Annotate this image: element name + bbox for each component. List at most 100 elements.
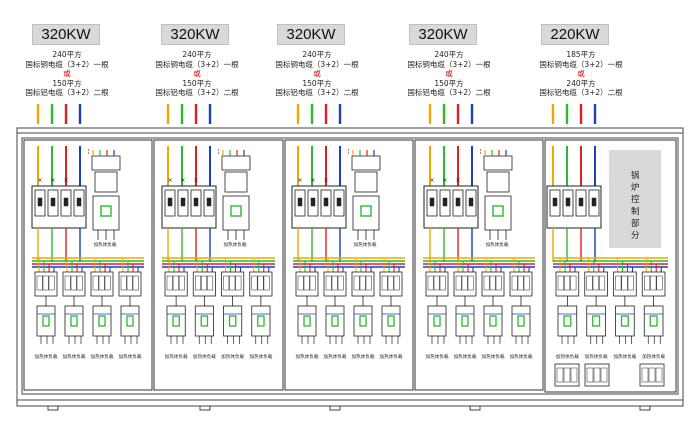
branch-pole: [381, 275, 388, 291]
load-display: [592, 315, 601, 327]
breaker-toggle: [323, 197, 329, 207]
load-label: 加热体负载: [642, 353, 665, 360]
branch-pole: [303, 275, 310, 291]
contactor: [91, 155, 121, 171]
cabinet-4-power: 320KW: [409, 24, 477, 45]
relay-block: [354, 171, 378, 193]
branch-pole: [455, 275, 462, 291]
auxiliary-pole: [570, 367, 578, 383]
branch-pole: [621, 275, 628, 291]
load-display: [489, 315, 497, 327]
auxiliary-pole: [586, 367, 594, 383]
load-label: 加热体负载: [556, 353, 579, 360]
breaker-toggle: [76, 197, 82, 207]
enclosure-inner-frame: [21, 137, 679, 395]
cabinet-5-cable-spec: 185平方国标铜电缆（3+2）一根 或 240平方国标铝电缆（3+2）二根: [539, 50, 623, 97]
branch-pole: [64, 275, 71, 291]
breaker-mark: ×: [455, 177, 460, 184]
branch-pole: [656, 275, 663, 291]
load-label: 加热体负载: [454, 353, 477, 360]
breaker-toggle: [455, 197, 461, 207]
branch-pole: [223, 275, 230, 291]
load-label: 加热体负载: [510, 353, 533, 360]
branch-pole: [564, 275, 571, 291]
auxiliary-pole: [648, 367, 656, 383]
breaker-mark: ×: [429, 177, 434, 184]
branch-pole: [126, 275, 133, 291]
branch-pole: [427, 275, 434, 291]
breaker-toggle: [167, 197, 173, 207]
branch-pole: [172, 275, 179, 291]
cabinet-1-cable-spec: 240平方国标铜电缆（3+2）一根 或 150平方国标铝电缆（3+2）二根: [25, 50, 109, 97]
enclosure-foot: [47, 405, 59, 411]
cabinet-panel: [153, 139, 284, 391]
cabinet-2-power: 320KW: [161, 24, 229, 45]
enclosure-foot: [199, 405, 211, 411]
branch-pole: [98, 275, 105, 291]
controller-display: [492, 205, 504, 217]
branch-pole: [489, 275, 496, 291]
breaker-toggle: [297, 197, 303, 207]
boiler-control-section: 锅炉控制部分: [609, 150, 661, 248]
branch-pole: [644, 275, 651, 291]
relay-block: [94, 171, 118, 193]
branch-pole: [201, 275, 207, 291]
cabinet-3-cable-spec: 240平方国标铜电缆（3+2）一根 或 150平方国标铝电缆（3+2）二根: [275, 50, 359, 97]
load-display: [461, 315, 469, 327]
contactor: [221, 155, 251, 171]
load-label: 加热体负载: [193, 353, 216, 360]
cabinet-1-power: 320KW: [32, 24, 100, 45]
branch-pole: [325, 275, 332, 291]
branch-pole: [615, 275, 622, 291]
breaker-toggle: [336, 197, 342, 207]
branch-pole: [309, 275, 316, 291]
breaker-toggle: [442, 197, 448, 207]
branch-pole: [235, 275, 242, 291]
load-label: 加热体负载: [426, 353, 449, 360]
branch-pole: [586, 275, 593, 291]
branch-pole: [650, 275, 657, 291]
branch-pole: [331, 275, 338, 291]
load-label: 加热体负载: [380, 353, 403, 360]
branch-pole: [195, 275, 201, 291]
branch-pole: [36, 275, 43, 291]
branch-pole: [229, 275, 236, 291]
load-label: 加热体负载: [35, 353, 58, 360]
branch-pole: [570, 275, 577, 291]
enclosure-base: [16, 399, 684, 407]
breaker-mark: ×: [310, 177, 315, 184]
breaker-toggle: [429, 197, 435, 207]
breaker-toggle: [206, 197, 212, 207]
load-display: [42, 315, 50, 327]
cabinet-2-cable-spec: 240平方国标铜电缆（3+2）一根 或 150平方国标铝电缆（3+2）二根: [155, 50, 239, 97]
relay-block: [224, 171, 248, 193]
breaker-mark: ×: [180, 177, 185, 184]
controller-display: [230, 205, 242, 217]
branch-pole: [557, 275, 564, 291]
breaker-toggle: [591, 197, 597, 207]
cabinet-panel: [284, 139, 414, 391]
load-display: [70, 315, 78, 327]
branch-pole: [393, 275, 400, 291]
load-display: [649, 315, 658, 327]
load-display: [200, 315, 209, 327]
branch-pole: [387, 275, 394, 291]
branch-pole: [337, 275, 344, 291]
breaker-mark: ×: [193, 177, 198, 184]
breaker-toggle: [310, 197, 316, 207]
branch-pole: [365, 275, 372, 291]
load-display: [563, 315, 572, 327]
branch-pole: [467, 275, 474, 291]
cabinet-3-power: 320KW: [277, 24, 345, 45]
breaker-toggle: [552, 197, 558, 207]
load-label: 加热体负载: [249, 353, 272, 360]
breaker-mark: ×: [50, 177, 55, 184]
load-label: 加热体负载: [585, 353, 608, 360]
branch-pole: [207, 275, 214, 291]
load-display: [303, 315, 311, 327]
control-load-label: 加热体负载: [486, 241, 509, 248]
branch-pole: [251, 275, 258, 291]
branch-pole: [42, 275, 49, 291]
